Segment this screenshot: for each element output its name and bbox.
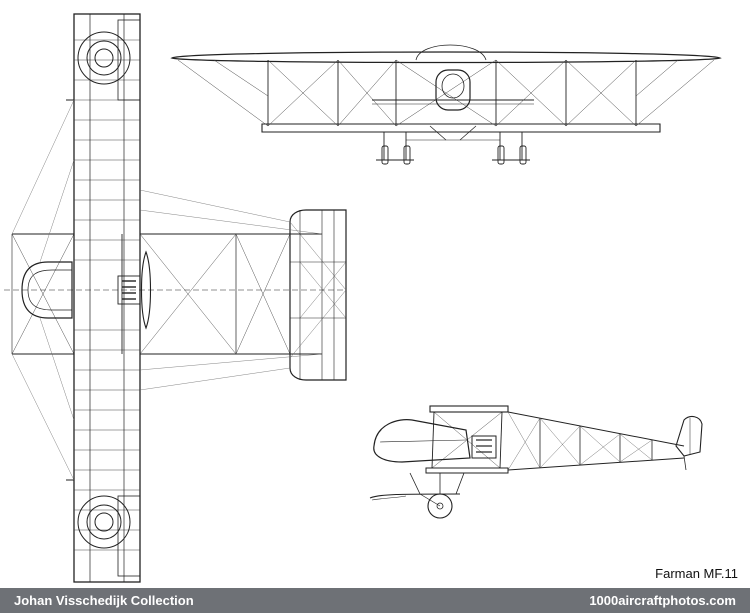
front-upper-wing (170, 51, 722, 64)
front-view (170, 44, 722, 165)
side-landing-gear (369, 472, 465, 519)
roundel-top (77, 31, 131, 85)
side-tail-fin (675, 415, 703, 457)
plan-upper-wing (73, 13, 141, 583)
side-view (369, 405, 703, 519)
footer-site: 1000aircraftphotos.com (589, 593, 736, 608)
roundel-bottom (77, 495, 131, 549)
footer-collection: Johan Visschedijk Collection (14, 593, 194, 608)
drawing-caption: Farman MF.11 (655, 566, 738, 581)
side-upper-wing (429, 405, 509, 413)
footer-bar: Johan Visschedijk Collection 1000aircraf… (0, 588, 750, 613)
plan-propeller (141, 250, 151, 330)
plan-view (4, 13, 347, 583)
front-lower-wing (261, 123, 661, 133)
plan-tailplane (289, 209, 347, 381)
plan-engine (117, 275, 141, 305)
front-nacelle (435, 69, 471, 111)
front-landing-gear (376, 125, 530, 165)
side-nacelle (373, 419, 471, 463)
three-view-drawing (4, 13, 722, 583)
